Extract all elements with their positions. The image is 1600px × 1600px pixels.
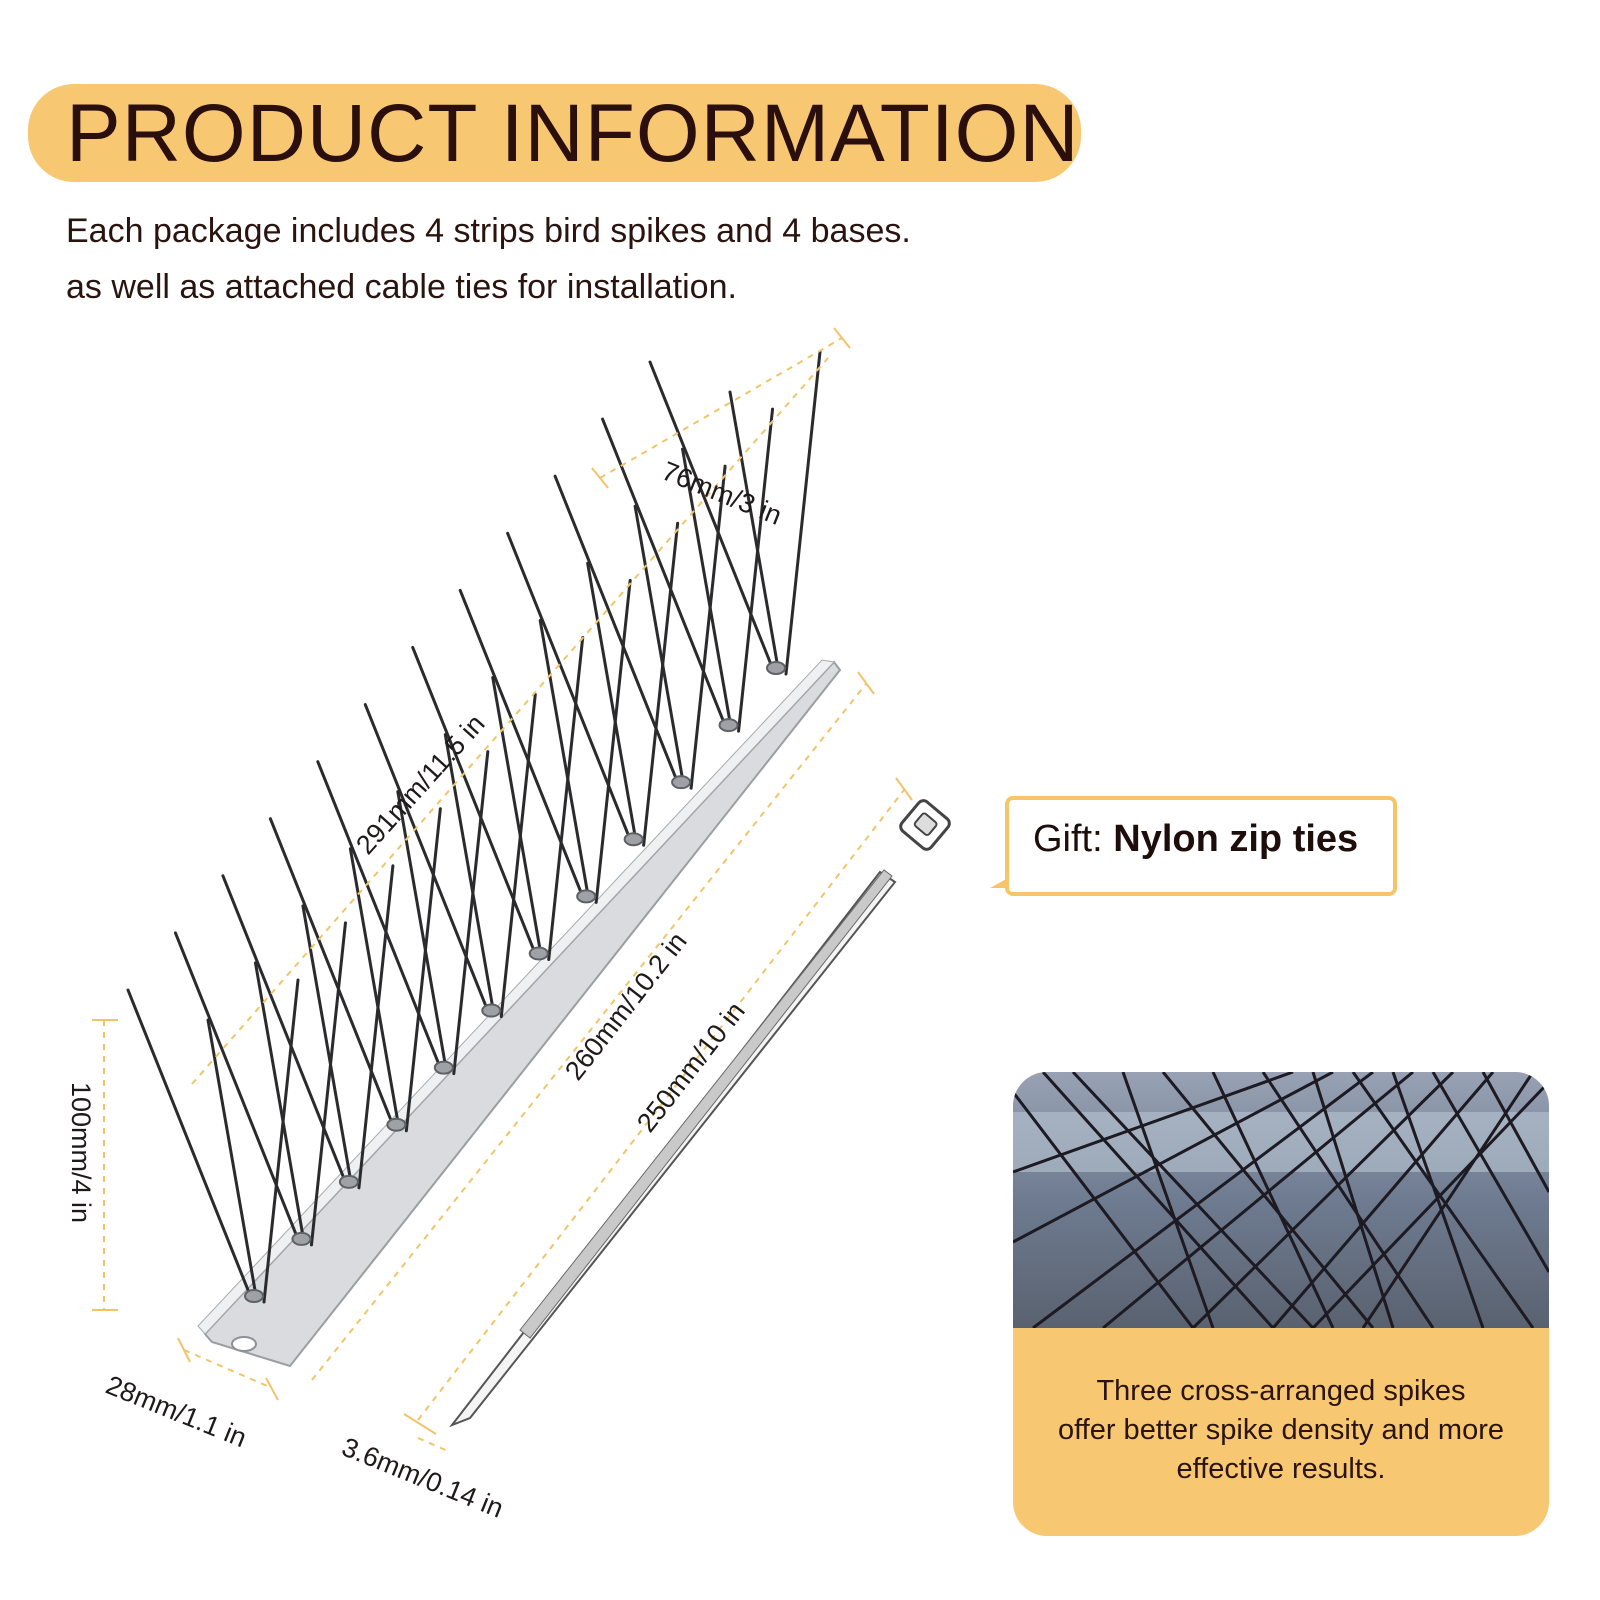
title-banner	[28, 84, 1081, 182]
spike	[499, 693, 537, 1019]
description-line-2: as well as attached cable ties for insta…	[66, 268, 737, 306]
dimension-zip-tie-width-label: 3.6mm/0.14 in	[338, 1432, 508, 1524]
spike	[452, 750, 490, 1076]
spike	[262, 978, 300, 1304]
photo-wire	[1013, 1072, 1294, 1174]
mount-hole	[291, 1231, 312, 1246]
photo-wire	[1431, 1072, 1549, 1273]
spike	[491, 675, 543, 955]
spike	[586, 561, 638, 841]
spike	[126, 988, 250, 1292]
photo-wire	[1361, 1072, 1535, 1328]
spike	[316, 760, 440, 1064]
photo-wire	[1211, 1072, 1335, 1328]
feature-card: Three cross-arranged spikes offer better…	[1013, 1072, 1549, 1536]
dimension-lines	[103, 337, 905, 1453]
photo-wire	[1351, 1072, 1535, 1328]
bird-spikes	[126, 350, 822, 1304]
mount-hole	[433, 1060, 454, 1075]
spike	[506, 531, 630, 835]
spike	[458, 588, 582, 892]
gift-callout-tail	[990, 878, 1008, 888]
photo-wire	[1032, 1072, 1374, 1328]
photo-wire	[1071, 1072, 1315, 1328]
spike	[633, 504, 685, 784]
feature-line-1: Three cross-arranged spikes	[1096, 1375, 1466, 1407]
feature-card-text: Three cross-arranged spikes offer better…	[1013, 1372, 1549, 1489]
dimension-height-label: 100mm/4 in	[66, 1082, 96, 1223]
spike	[363, 703, 487, 1007]
photo-wire	[1311, 1072, 1395, 1328]
gift-label: Gift:	[1033, 818, 1103, 860]
gift-callout-text: Gift: Nylon zip ties	[1033, 818, 1358, 861]
mount-hole	[718, 718, 739, 733]
spike	[221, 874, 345, 1178]
spike	[404, 807, 442, 1133]
spike	[301, 904, 353, 1184]
mount-hole	[386, 1117, 407, 1132]
photo-wire	[1271, 1072, 1495, 1328]
spike	[648, 360, 772, 664]
spike	[268, 817, 392, 1121]
spike	[689, 464, 727, 790]
mount-hole	[338, 1174, 359, 1189]
spike	[601, 417, 725, 721]
feature-line-2: offer better spike density and more	[1058, 1414, 1504, 1446]
photo-wire	[1261, 1072, 1435, 1328]
dimension-ticks	[92, 327, 913, 1435]
dimension-base-width-label: 28mm/1.1 in	[102, 1370, 251, 1453]
spike	[728, 390, 780, 670]
spikes-closeup-photo	[1013, 1072, 1549, 1328]
spike	[396, 790, 448, 1070]
photo-wire	[1311, 1080, 1549, 1328]
spike	[538, 618, 590, 898]
photo-wire	[1013, 1072, 1334, 1244]
spike	[206, 1018, 258, 1298]
spike	[357, 864, 395, 1190]
gift-callout	[1005, 796, 1397, 896]
spike	[173, 931, 297, 1235]
spike	[737, 407, 775, 733]
photo-wire	[1013, 1091, 1195, 1328]
spike	[348, 847, 400, 1127]
spike	[681, 447, 733, 727]
feature-line-3: effective results.	[1176, 1453, 1386, 1485]
mount-hole	[671, 775, 692, 790]
spike	[253, 961, 305, 1241]
spike	[784, 350, 822, 676]
dimension-strip-length-label: 291mm/11.5 in	[350, 709, 490, 860]
photo-wire	[1191, 1072, 1455, 1328]
spike	[642, 521, 680, 847]
mount-hole	[576, 889, 597, 904]
spike	[309, 921, 347, 1247]
mount-hole	[528, 946, 549, 961]
mount-hole	[481, 1003, 502, 1018]
photo-wire	[1121, 1072, 1215, 1328]
photo-wire	[1102, 1072, 1414, 1328]
spike-base-strip	[197, 659, 842, 1368]
mount-hole	[766, 661, 786, 675]
mount-hole	[244, 1289, 264, 1303]
mount-hole	[623, 832, 644, 847]
nylon-zip-tie	[449, 799, 951, 1428]
gift-value: Nylon zip ties	[1113, 818, 1359, 860]
spike	[553, 474, 677, 778]
photo-wire	[1161, 1072, 1375, 1328]
description-line-1: Each package includes 4 strips bird spik…	[66, 212, 911, 250]
photo-wire	[1481, 1072, 1549, 1193]
spike	[547, 635, 585, 961]
spike	[594, 578, 632, 904]
page-title: PRODUCT INFORMATION	[66, 88, 1080, 179]
spike	[411, 645, 535, 949]
spike	[443, 733, 495, 1013]
spike-mount-holes	[244, 661, 786, 1303]
